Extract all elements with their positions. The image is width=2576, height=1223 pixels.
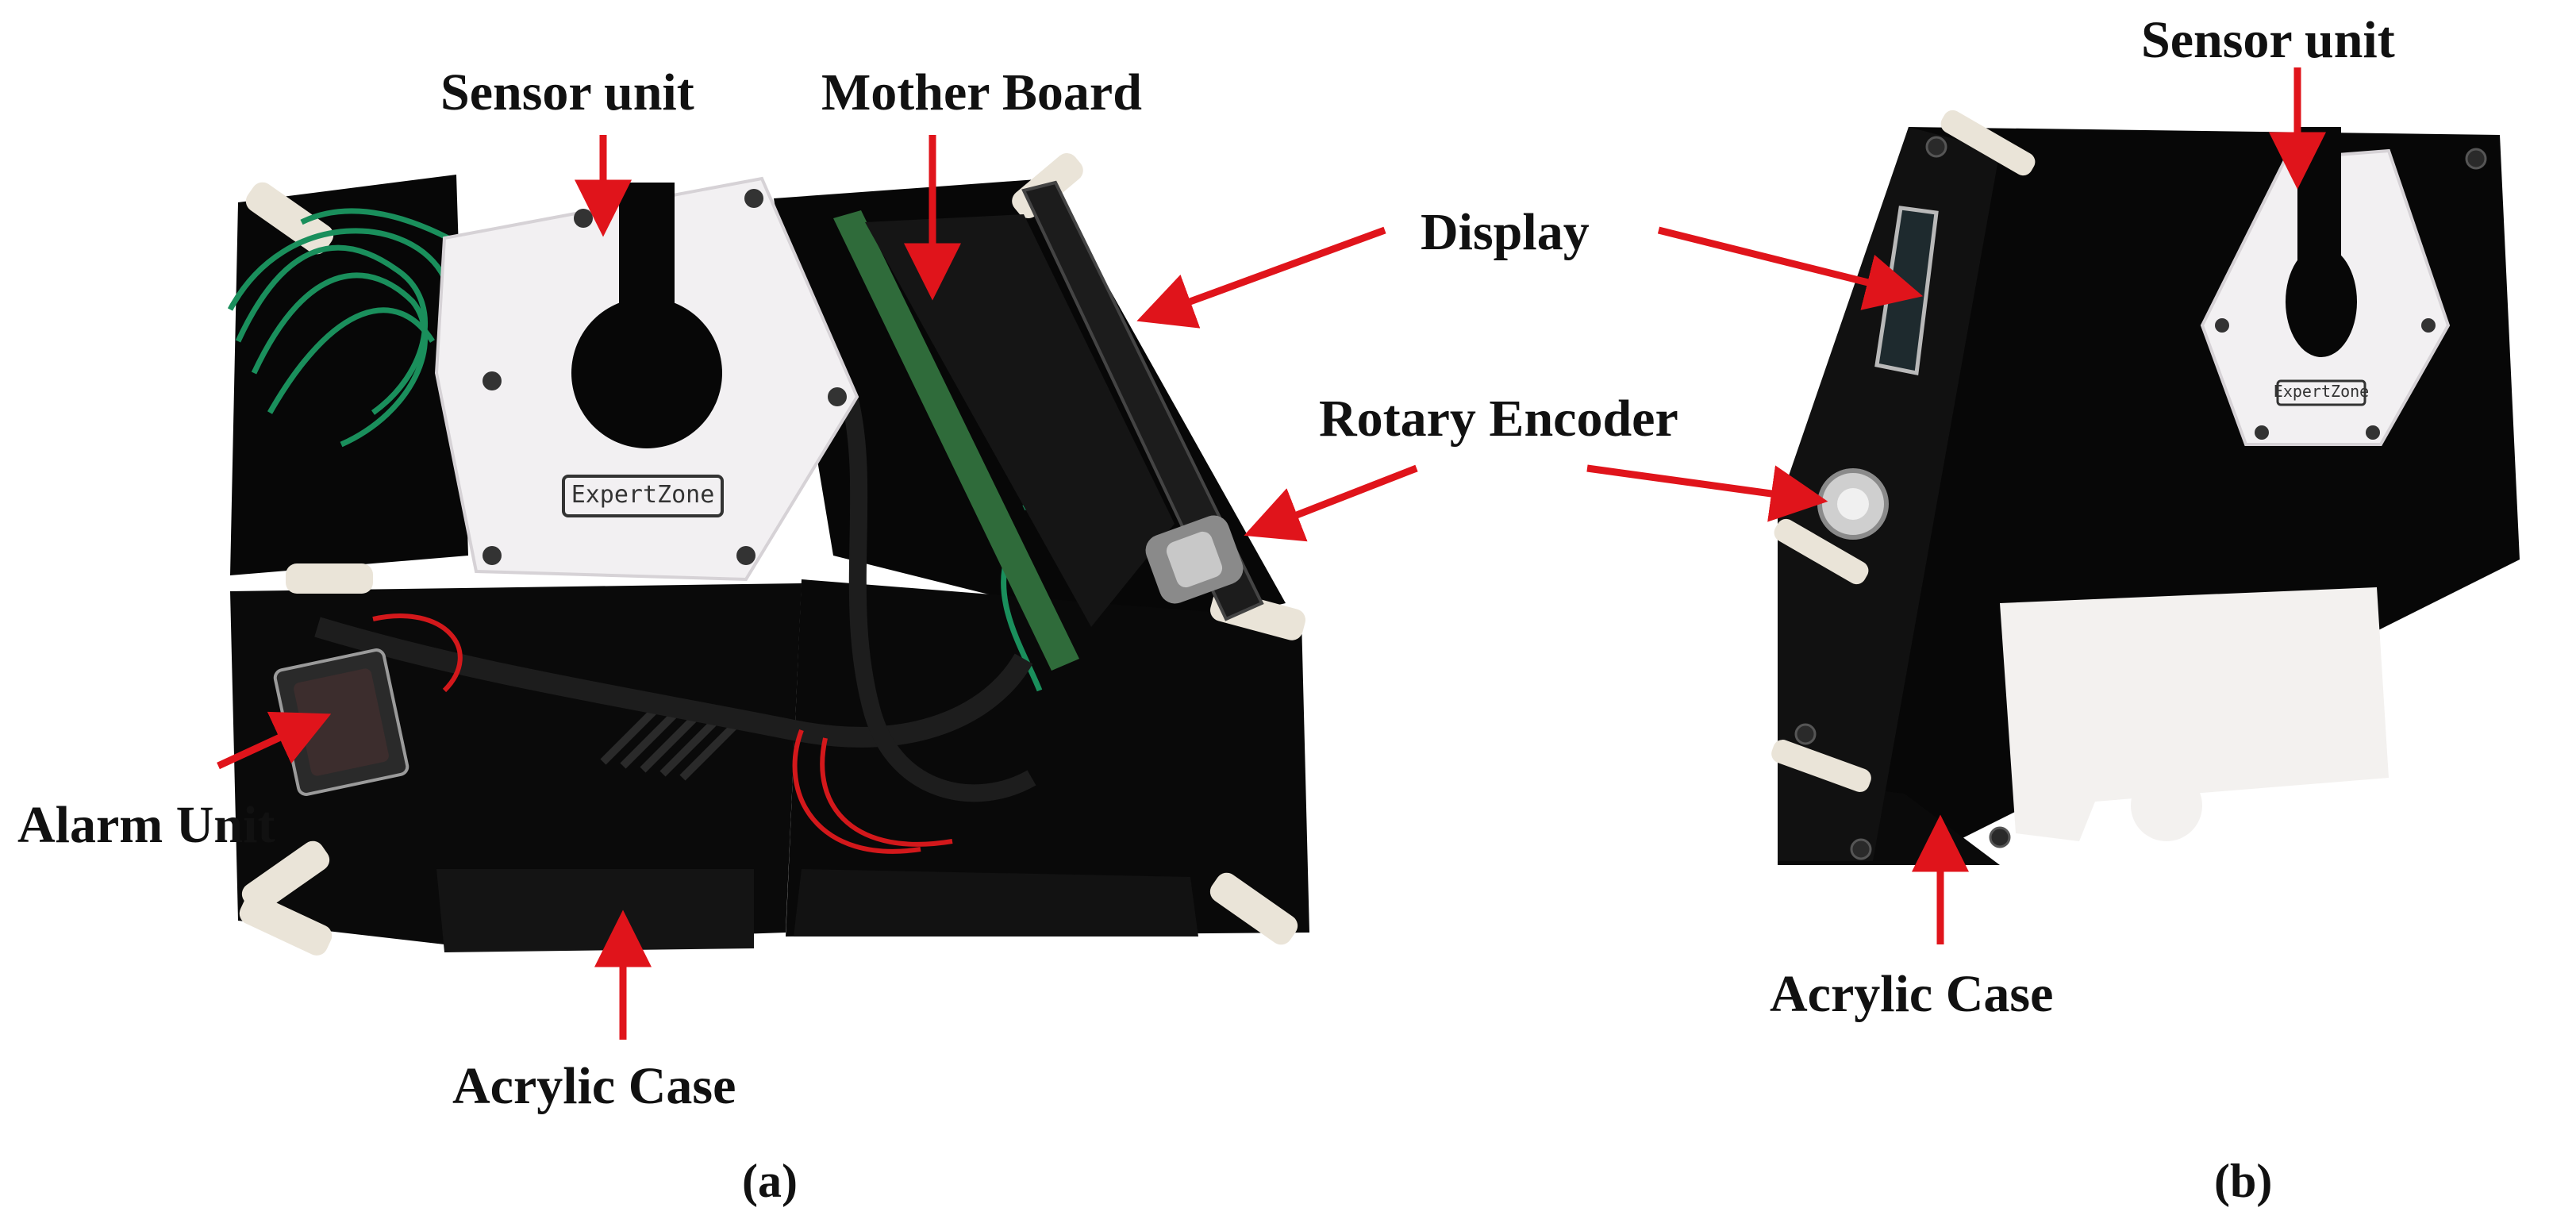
panel-b-photo — [1771, 110, 2520, 865]
arrow-icon — [1136, 226, 1386, 329]
panel-b-logo-text: ExpertZone — [2274, 382, 2369, 401]
mother-board-pcb — [833, 210, 1079, 671]
white-base-b — [2000, 587, 2389, 841]
arrow-icon — [1657, 226, 1924, 310]
rotary-encoder-a — [1145, 515, 1244, 604]
caption-b: (b) — [2214, 1155, 2273, 1207]
label-sensor-unit-b: Sensor unit — [2141, 11, 2395, 69]
standoffs-b — [1771, 110, 2036, 792]
white-foot-b — [2131, 770, 2202, 841]
display-module — [1021, 180, 1264, 621]
mother-board-shadow — [865, 214, 1175, 627]
black-cable — [314, 617, 1033, 748]
rotary-encoder-b — [1817, 468, 1889, 540]
arrow-icon — [217, 711, 332, 770]
arrow-icon — [1244, 464, 1418, 542]
case-top-left-panel — [230, 175, 468, 575]
label-acrylic-case-a: Acrylic Case — [452, 1057, 736, 1115]
arrow-icon — [1586, 464, 1828, 522]
alarm-unit-a — [273, 648, 409, 796]
label-alarm-unit: Alarm Unit — [17, 796, 275, 854]
panel-a-logo-text: ExpertZone — [571, 481, 715, 509]
label-display: Display — [1421, 203, 1590, 261]
screws-b — [1794, 136, 2487, 860]
sensor-unit-plate-a — [434, 176, 859, 582]
label-sensor-unit-a: Sensor unit — [440, 63, 694, 121]
label-acrylic-case-b: Acrylic Case — [1770, 965, 2054, 1023]
panel-a-photo — [227, 153, 1309, 956]
black-cable-2 — [840, 394, 1036, 802]
case-bottom-right-panel — [786, 579, 1309, 936]
caption-a: (a) — [742, 1155, 798, 1207]
label-mother-board: Mother Board — [821, 63, 1142, 121]
case-lower-floor-left — [436, 869, 754, 952]
label-rotary-encoder: Rotary Encoder — [1319, 390, 1678, 448]
case-lower-floor-right — [794, 869, 1198, 936]
case-side-b — [1778, 127, 2000, 861]
annotation-arrows — [217, 67, 2326, 1040]
red-wires — [372, 613, 953, 854]
